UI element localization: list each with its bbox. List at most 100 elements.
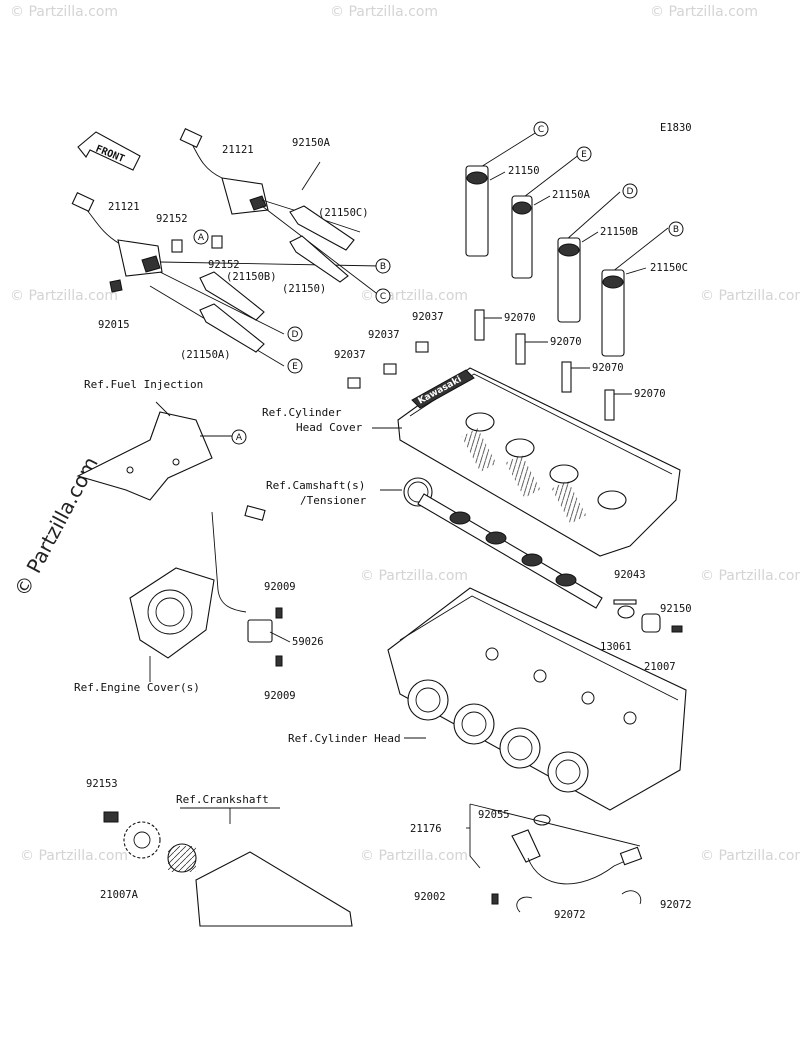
svg-text:C: C: [380, 292, 386, 302]
svg-text:C: C: [538, 125, 544, 135]
watermark: © Partzilla.com: [700, 568, 800, 584]
timing-rotor-21007A: [123, 821, 161, 859]
part-13061: [617, 605, 635, 619]
figure-code: E1830: [660, 122, 692, 134]
watermark: © Partzilla.com: [360, 848, 468, 864]
svg-text:E: E: [581, 150, 587, 160]
part-label: (21150B): [226, 271, 277, 283]
plug-cap-21150C: [601, 227, 669, 357]
svg-text:E: E: [292, 362, 298, 372]
bolt-92002: [491, 893, 499, 905]
plug-cap-21150B: [199, 271, 265, 321]
ref-label: /Tensioner: [300, 494, 367, 507]
front-arrow-icon: FRONT: [77, 131, 141, 171]
watermark: © Partzilla.com: [330, 4, 438, 20]
plug-cap-21150A: [511, 153, 581, 279]
part-label: 92009: [264, 581, 296, 593]
part-label: 92015: [98, 319, 130, 331]
part-label: 92070: [504, 312, 536, 324]
part-label: 21121: [222, 144, 254, 156]
grommet-92152: [171, 239, 183, 253]
callout-A: A: [193, 229, 209, 245]
cylinder-head-cover: Kawasaki: [397, 367, 681, 557]
callout-E: E: [287, 358, 303, 374]
clamp-92072: [516, 896, 533, 913]
callout-A: A: [231, 429, 247, 445]
crank-sensor-21176: [511, 814, 643, 885]
part-label: 92150A: [292, 137, 331, 149]
callout-D: D: [622, 183, 638, 199]
part-label: (21150A): [180, 349, 231, 361]
part-label: (21150C): [318, 207, 369, 219]
callout-B: B: [668, 221, 684, 237]
part-label: 21007: [644, 661, 676, 673]
part-label: 92055: [478, 809, 510, 821]
svg-text:D: D: [627, 187, 634, 197]
part-label: 92150: [660, 603, 692, 615]
watermark: © Partzilla.com: [650, 4, 758, 20]
part-label: 92153: [86, 778, 118, 790]
bolt-92153: [103, 811, 119, 823]
part-label: 92002: [414, 891, 446, 903]
svg-text:D: D: [292, 330, 299, 340]
part-label: 92072: [660, 899, 692, 911]
svg-text:B: B: [673, 225, 679, 235]
ref-label: Head Cover: [296, 421, 363, 434]
pin-92043: [613, 599, 637, 605]
watermark: © Partzilla.com: [360, 568, 468, 584]
callout-B: B: [375, 258, 391, 274]
callout-D: D: [287, 326, 303, 342]
part-label: 21150A: [552, 189, 591, 201]
ignition-coil-rear: [179, 128, 301, 215]
spark-plug-92070: [474, 309, 502, 341]
svg-text:A: A: [236, 433, 243, 443]
callout-C: C: [375, 288, 391, 304]
svg-text:B: B: [380, 262, 386, 272]
watermark: © Partzilla.com: [700, 288, 800, 304]
ref-label: Ref.Cylinder Head: [288, 732, 401, 745]
plug-cap-21150C: [289, 205, 355, 251]
bolt-92150A: [301, 161, 321, 191]
clip-92037: [415, 341, 429, 353]
clamp-92072: [621, 890, 642, 905]
plug-cap-leads: [149, 205, 381, 367]
part-label: 59026: [292, 636, 324, 648]
part-label: 92070: [592, 362, 624, 374]
fuel-injection-bracket: [76, 411, 213, 501]
part-label: 92043: [614, 569, 646, 581]
part-label: 92070: [550, 336, 582, 348]
screw-92009: [275, 607, 283, 619]
part-label: 92037: [334, 349, 366, 361]
ref-label: Ref.Fuel Injection: [84, 378, 203, 391]
engine-cover: [129, 567, 215, 659]
ignition-coil-front: [71, 192, 163, 277]
part-label: 21150B: [600, 226, 638, 238]
cylinder-head: [387, 587, 687, 811]
plug-cap-21150: [289, 235, 349, 283]
screw-92009: [275, 655, 283, 667]
ref-label: Ref.Crankshaft: [176, 793, 269, 806]
part-label: 92152: [156, 213, 188, 225]
clip-92037: [347, 377, 361, 389]
plug-cap-21150A: [199, 303, 265, 353]
watermark: © Partzilla.com: [20, 848, 128, 864]
spark-plug-92070: [561, 361, 590, 393]
bolt-92150: [671, 625, 683, 633]
watermark: © Partzilla.com: [10, 288, 118, 304]
watermark: © Partzilla.com: [10, 4, 118, 20]
part-label: 92152: [208, 259, 240, 271]
nut-92015: [109, 279, 123, 293]
cam-sensor-59026: [211, 505, 273, 643]
crankshaft: [167, 843, 353, 927]
ref-label: Ref.Camshaft(s): [266, 479, 365, 492]
ref-label: Ref.Cylinder: [262, 406, 342, 419]
grommet-92152: [211, 235, 223, 249]
ref-label: Ref.Engine Cover(s): [74, 681, 200, 694]
part-label: 92009: [264, 690, 296, 702]
part-label: 92070: [634, 388, 666, 400]
plug-cap-21150B: [557, 191, 621, 323]
part-label: (21150): [282, 283, 326, 295]
part-label: 21176: [410, 823, 442, 835]
part-label: 21150: [508, 165, 540, 177]
